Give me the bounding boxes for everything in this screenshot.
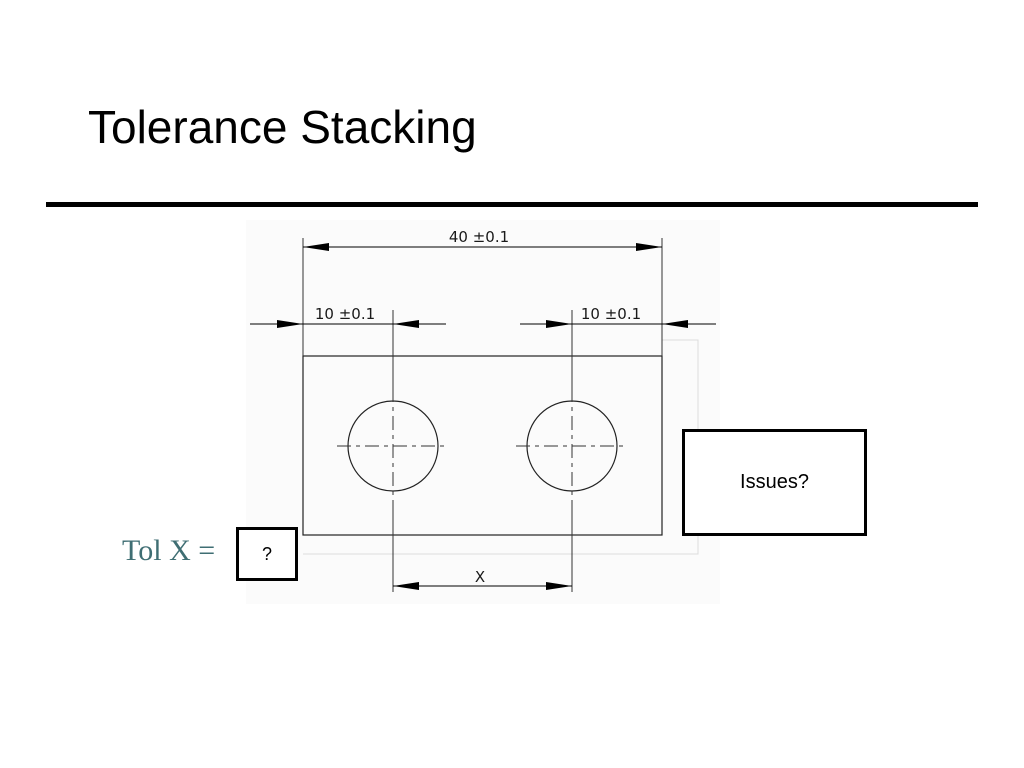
dimension-x-label: X	[475, 568, 485, 586]
tolerance-answer-box: ?	[236, 527, 298, 581]
dimension-right-label: 10 ±0.1	[581, 305, 641, 323]
part-outline	[302, 355, 663, 536]
drawing-background	[246, 220, 720, 604]
issues-callout: Issues?	[682, 429, 867, 536]
hidden-edge	[303, 339, 699, 555]
issues-callout-text: Issues?	[740, 471, 809, 493]
slide-title: Tolerance Stacking	[88, 101, 477, 153]
dimension-overall-label: 40 ±0.1	[449, 228, 509, 246]
dimension-left-label: 10 ±0.1	[315, 305, 375, 323]
title-divider	[46, 202, 978, 207]
tolerance-label: Tol X =	[122, 534, 216, 567]
tolerance-answer: ?	[261, 543, 272, 564]
